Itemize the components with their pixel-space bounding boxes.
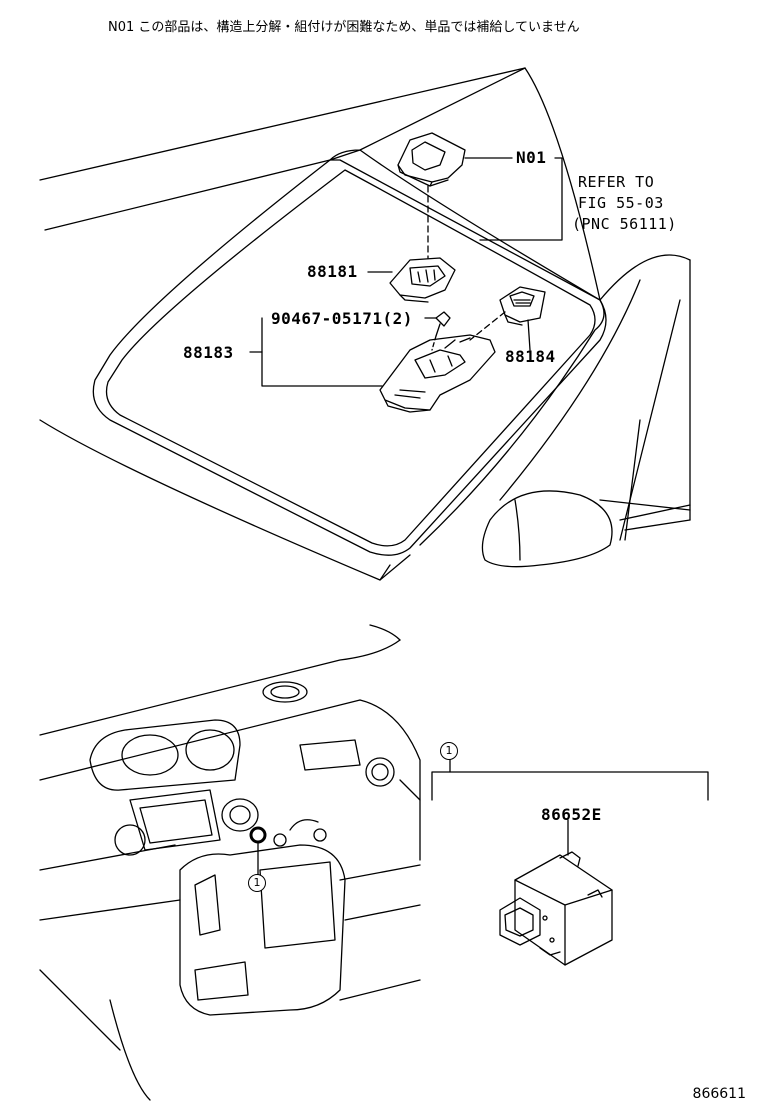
windshield-outline — [39, 67, 691, 581]
label-90467-05171: 90467-05171(2) — [271, 309, 413, 328]
part-86652e — [499, 851, 613, 966]
dashboard-outline — [39, 624, 421, 1101]
refer-line-2: FIG 55-03 — [578, 194, 664, 212]
label-n01: N01 — [516, 148, 547, 167]
figure-id: 866611 — [692, 1086, 746, 1102]
label-88181: 88181 — [307, 262, 358, 281]
part-88184 — [499, 286, 546, 326]
n01-bracket — [397, 132, 466, 187]
callout-bracket — [431, 771, 709, 801]
part-88183 — [379, 334, 496, 413]
dash-88184 — [469, 311, 506, 341]
part-88181 — [389, 257, 456, 303]
refer-line-1: REFER TO — [578, 173, 655, 191]
refer-bracket — [479, 157, 563, 241]
refer-line-3: (PNC 56111) — [572, 215, 677, 233]
leader-88183 — [261, 317, 383, 387]
location-marker — [249, 826, 267, 844]
clip-dash — [431, 335, 437, 351]
label-86652e: 86652E — [541, 805, 602, 824]
label-88183: 88183 — [183, 343, 234, 362]
callout-circle-dash: 1 — [248, 874, 266, 892]
callout-circle-header: 1 — [440, 742, 458, 760]
leader-88184 — [527, 319, 531, 351]
supply-note: N01 この部品は、構造上分解・組付けが困難なため、単品では補給していません — [108, 20, 580, 35]
clip-90467 — [435, 311, 451, 337]
label-88184: 88184 — [505, 347, 556, 366]
